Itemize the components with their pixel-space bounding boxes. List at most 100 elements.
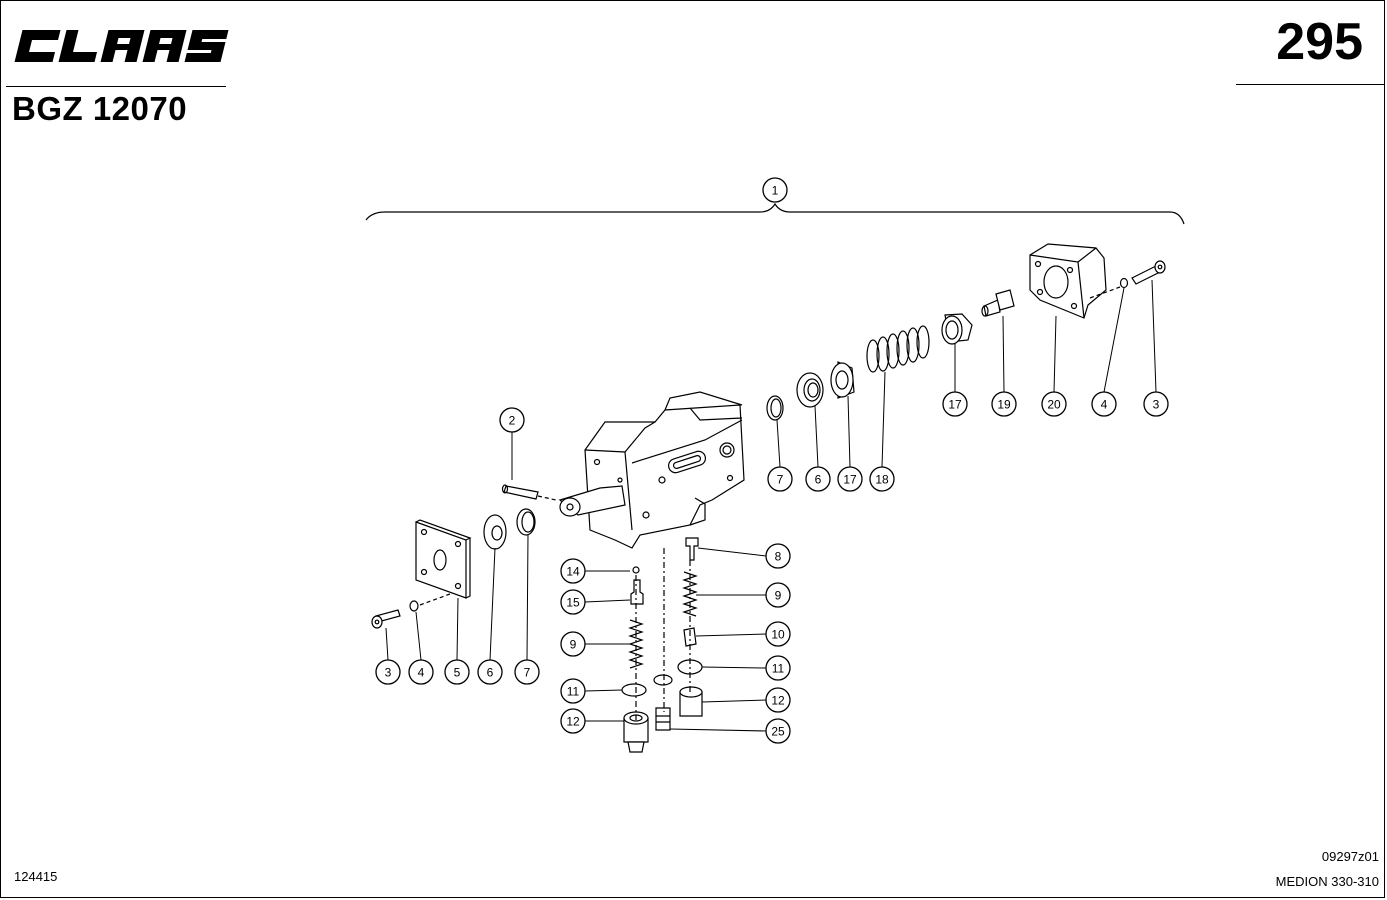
callout-6: 6: [477, 659, 503, 685]
callout-7: 7: [767, 466, 793, 492]
spring-seat-right: [941, 313, 973, 345]
valve-body: [584, 391, 745, 549]
end-cover: [1029, 243, 1107, 319]
ring-right: [766, 395, 784, 421]
callout-label: 3: [385, 666, 392, 680]
callout-8: 8: [765, 543, 791, 569]
callout-25: 25: [765, 718, 791, 744]
callout-label: 15: [566, 596, 580, 610]
washer-right: [1119, 277, 1129, 289]
page-number-underline: [1236, 84, 1384, 85]
cover-plate: [415, 519, 472, 599]
callout-9: 9: [765, 582, 791, 608]
callout-circle: [375, 659, 401, 685]
callout-label: 1: [772, 184, 779, 198]
callout-11: 11: [560, 678, 586, 704]
callout-label: 9: [775, 589, 782, 603]
callout-label: 3: [1153, 398, 1160, 412]
callout-circle: [514, 659, 540, 685]
callout-label: 4: [418, 666, 425, 680]
callout-circle: [942, 391, 968, 417]
callout-circle: [837, 466, 863, 492]
washer-left: [409, 600, 419, 612]
callout-label: 2: [509, 414, 516, 428]
doc-code: BGZ 12070: [12, 90, 188, 127]
assembly-bracket: [365, 202, 1185, 225]
callout-label: 20: [1047, 398, 1061, 412]
callout-circle: [560, 589, 586, 615]
callout-circle: [765, 621, 791, 647]
callout-circle: [869, 466, 895, 492]
callout-circle: [991, 391, 1017, 417]
screw-left: [371, 609, 401, 629]
callout-20: 20: [1041, 391, 1067, 417]
callout-circle: [1041, 391, 1067, 417]
valve-pin: [630, 579, 644, 605]
callout-circle: [408, 659, 434, 685]
callout-1: 1: [762, 177, 788, 203]
callout-label: 12: [566, 715, 580, 729]
callout-15: 15: [560, 589, 586, 615]
callout-2: 2: [499, 407, 525, 433]
callout-label: 8: [775, 550, 782, 564]
callout-circle: [767, 466, 793, 492]
callout-label: 9: [570, 638, 577, 652]
callout-circle: [1143, 391, 1169, 417]
callout-circle: [1091, 391, 1117, 417]
seal-right: [796, 372, 824, 408]
callout-label: 19: [997, 398, 1011, 412]
callout-7: 7: [514, 659, 540, 685]
callout-label: 6: [815, 473, 822, 487]
image-id: 124415: [14, 869, 58, 884]
spool-shaft: [558, 485, 626, 517]
callout-circle: [560, 631, 586, 657]
callout-4: 4: [408, 659, 434, 685]
page-number: 295: [1276, 13, 1363, 71]
drawing-number: 09297z01: [1321, 849, 1379, 864]
callout-4: 4: [1091, 391, 1117, 417]
callout-circle: [805, 466, 831, 492]
callout-6: 6: [805, 466, 831, 492]
callout-11: 11: [765, 655, 791, 681]
callout-label: 7: [777, 473, 784, 487]
callout-label: 5: [454, 666, 461, 680]
sealing-ring: [516, 508, 536, 536]
gasket: [483, 514, 507, 550]
coil-spring-large: [866, 325, 930, 373]
callout-label: 12: [771, 694, 785, 708]
callout-circle: [560, 708, 586, 734]
sleeve: [683, 627, 697, 647]
nozzle-plug: [655, 707, 671, 731]
callout-9: 9: [560, 631, 586, 657]
callout-label: 25: [771, 725, 785, 739]
o-ring-left: [621, 683, 647, 697]
callout-5: 5: [444, 659, 470, 685]
callout-label: 10: [771, 628, 785, 642]
callout-12: 12: [765, 687, 791, 713]
callout-label: 11: [772, 662, 785, 676]
screw-8: [685, 537, 699, 561]
logo-underline: [6, 86, 226, 87]
callout-3: 3: [375, 659, 401, 685]
callout-circle: [560, 558, 586, 584]
callout-circle: [765, 655, 791, 681]
callout-label: 11: [567, 685, 580, 699]
screw-right: [1131, 260, 1166, 285]
adjusting-screw: [981, 289, 1015, 317]
model-label: MEDION 330-310: [1275, 874, 1379, 889]
callout-label: 17: [948, 398, 962, 412]
callout-circle: [444, 659, 470, 685]
o-ring-middle: [653, 674, 673, 686]
callout-circle: [765, 687, 791, 713]
pin: [501, 484, 539, 500]
callout-3: 3: [1143, 391, 1169, 417]
callout-12: 12: [560, 708, 586, 734]
callout-17: 17: [942, 391, 968, 417]
callout-circle: [477, 659, 503, 685]
callout-circle: [765, 718, 791, 744]
callout-19: 19: [991, 391, 1017, 417]
callout-circle: [762, 177, 788, 203]
callout-label: 18: [875, 473, 889, 487]
